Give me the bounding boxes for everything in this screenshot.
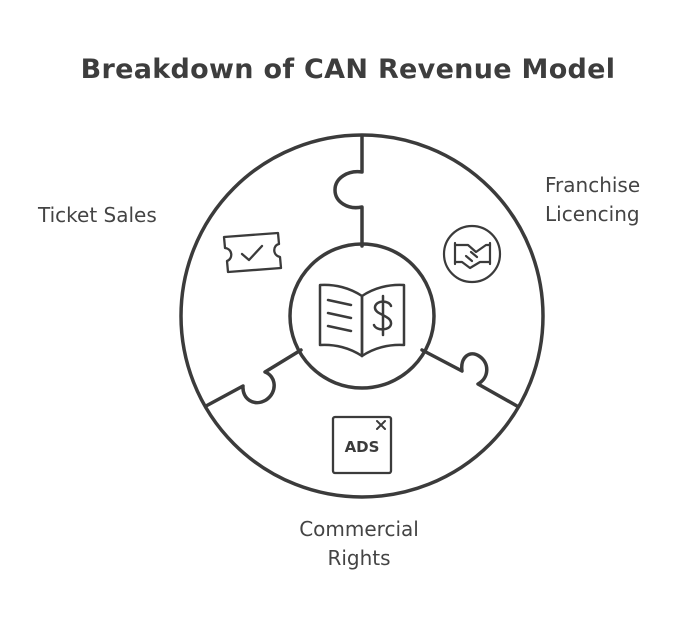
divider-lower-right xyxy=(420,348,519,408)
divider-lower-left xyxy=(204,348,303,408)
center-circle xyxy=(288,242,436,390)
divider-top xyxy=(333,134,364,248)
ticket-check-icon xyxy=(222,231,283,274)
label-ticket-sales: Ticket Sales xyxy=(38,201,157,230)
open-book-dollar-icon xyxy=(318,283,406,358)
label-commercial-line-2: Rights xyxy=(327,546,391,570)
label-franchise-line-1: Franchise xyxy=(545,173,641,197)
ads-icon-text: ADS xyxy=(345,438,380,456)
diagram-title: Breakdown of CAN Revenue Model xyxy=(80,54,616,85)
label-commercial-rights: Commercial Rights xyxy=(290,515,428,573)
label-franchise-line-2: Licencing xyxy=(545,202,640,226)
label-franchise-licencing: Franchise Licencing xyxy=(545,171,640,229)
label-commercial-line-1: Commercial xyxy=(299,517,419,541)
ads-icon: ADS xyxy=(331,415,393,475)
label-ticket-sales-line-1: Ticket Sales xyxy=(38,203,157,227)
handshake-icon xyxy=(442,224,502,284)
